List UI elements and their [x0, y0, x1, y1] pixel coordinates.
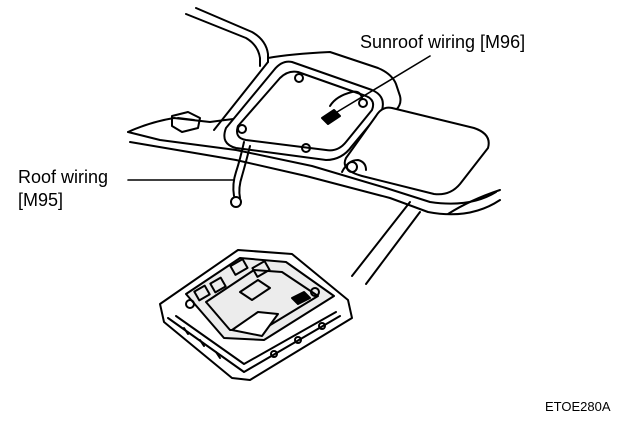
roof-wiring-harness: [230, 141, 251, 208]
sunroof-wiring-label: Sunroof wiring [M96]: [360, 32, 526, 52]
roof-header-edge: [185, 7, 269, 67]
sunroof-panel: [223, 60, 384, 161]
sunroof-wiring-leader: [336, 55, 431, 113]
sunroof-glass-panel: [341, 106, 490, 196]
overhead-console: [159, 249, 353, 381]
roof-wiring-label: Roof wiring: [18, 167, 109, 187]
figure-code: ETOE280A: [545, 399, 611, 414]
roof-wiring-code-label: [M95]: [18, 190, 64, 210]
headliner-clip: [171, 111, 201, 133]
pillar-edge: [351, 189, 501, 285]
sunroof-wiring-connector: [321, 90, 363, 125]
